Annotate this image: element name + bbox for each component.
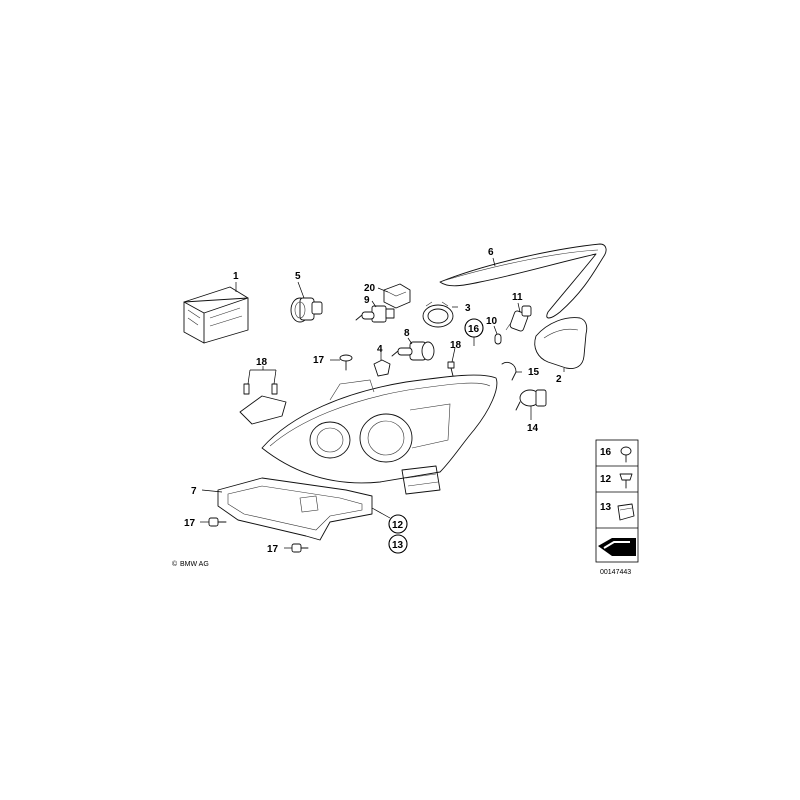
legend-12-screw-icon (619, 473, 633, 489)
callout-4: 4 (377, 344, 383, 355)
legend-16-screw-icon (620, 446, 632, 463)
callout-13: 13 (392, 540, 404, 551)
part-11-socket[interactable] (505, 305, 532, 332)
callout-9: 9 (364, 295, 370, 306)
part-17-screw-bottom[interactable] (291, 543, 309, 553)
callout-6: 6 (488, 247, 494, 258)
callout-13-ring (388, 534, 408, 554)
callout-12: 12 (392, 520, 404, 531)
part-1-box[interactable] (183, 286, 249, 344)
headlight-housing[interactable] (261, 374, 498, 495)
callout-16: 16 (468, 324, 480, 335)
callout-1: 1 (233, 271, 239, 282)
callout-14: 14 (527, 423, 539, 434)
drawing-number: 00147443 (600, 569, 631, 576)
legend-12-label: 12 (600, 474, 612, 485)
part-4-clip[interactable] (373, 359, 391, 377)
callout-15: 15 (528, 367, 540, 378)
callout-10: 10 (486, 316, 498, 327)
part-2-cover[interactable] (534, 317, 588, 369)
part-18-bracket[interactable] (239, 383, 287, 425)
callout-12-ring (388, 514, 408, 534)
callout-7: 7 (191, 486, 197, 497)
part-5-bulb-socket[interactable] (290, 297, 323, 323)
part-20-clip[interactable] (383, 283, 411, 309)
callout-17-top: 17 (313, 355, 325, 366)
part-14-socket[interactable] (515, 389, 547, 411)
callout-18-right: 18 (450, 340, 462, 351)
callout-3: 3 (465, 303, 471, 314)
legend-13-label: 13 (600, 502, 612, 513)
part-10-small-bulb[interactable] (494, 333, 502, 345)
callout-20: 20 (364, 283, 376, 294)
callout-8: 8 (404, 328, 410, 339)
part-7-bracket[interactable] (217, 477, 373, 541)
part-17-screw-top[interactable] (339, 354, 353, 371)
copyright-text: BMW AG (180, 561, 209, 568)
legend-13-clip-nut-icon (617, 503, 635, 521)
part-17-screw-left[interactable] (208, 517, 227, 527)
callout-5: 5 (295, 271, 301, 282)
part-18-screw[interactable] (447, 361, 455, 377)
part-8-bulb[interactable] (391, 341, 435, 361)
callout-17-bottom: 17 (267, 544, 279, 555)
callout-18-left: 18 (256, 357, 268, 368)
callout-11: 11 (512, 292, 523, 303)
callout-17-left: 17 (184, 518, 196, 529)
legend-arrow-icon (598, 538, 636, 556)
part-3-ring[interactable] (422, 301, 454, 328)
part-15-holder[interactable] (501, 361, 517, 381)
legend-16-label: 16 (600, 447, 612, 458)
copyright-symbol: © (172, 560, 178, 568)
callout-2: 2 (556, 374, 562, 385)
part-6-gasket-strip[interactable] (439, 243, 607, 319)
part-9-bulb[interactable] (355, 305, 395, 323)
